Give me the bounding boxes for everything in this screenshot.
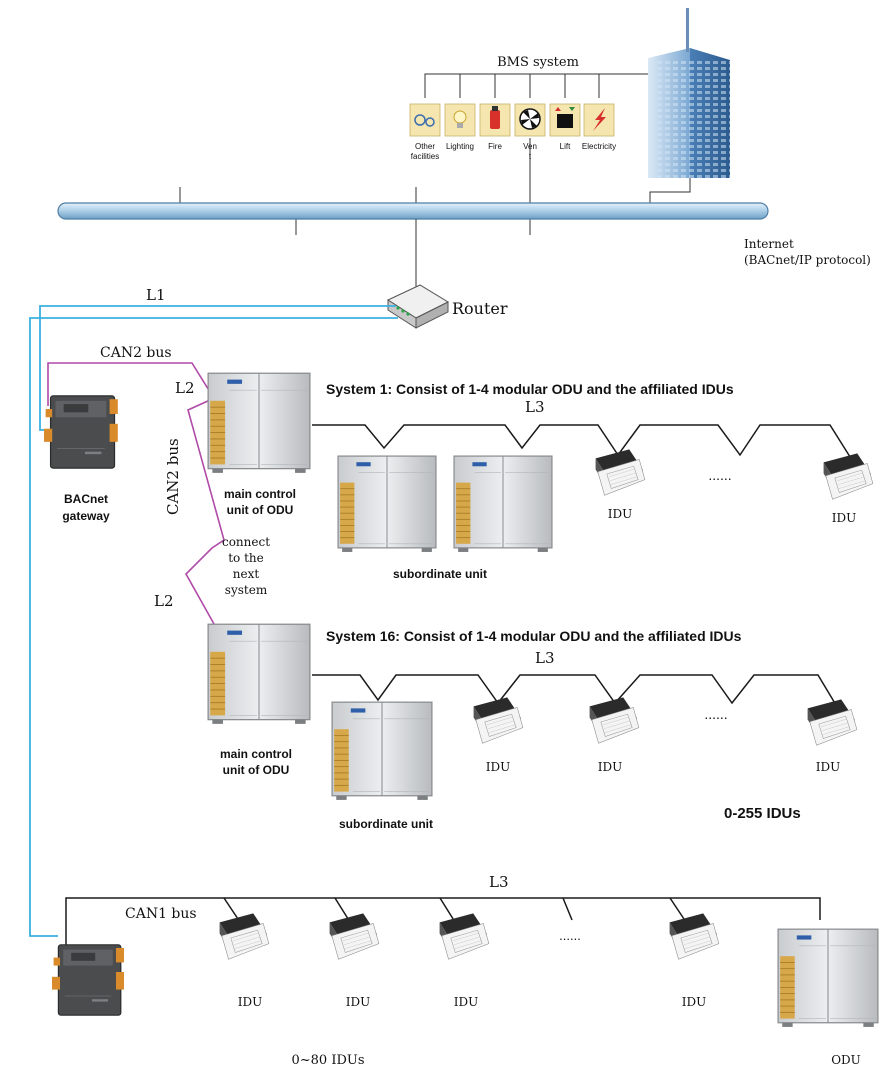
can1-odu-label: ODU — [831, 1053, 861, 1067]
router-label: Router — [452, 299, 508, 318]
can2-magenta-line — [47, 362, 225, 625]
system1-main-label-1: main control — [224, 487, 296, 501]
bms-facility-label: t — [529, 152, 532, 161]
system1-ellipsis: ...... — [708, 467, 731, 483]
system16-idu-3-label: IDU — [816, 760, 840, 774]
can2-bus-label-top: CAN2 bus — [100, 345, 172, 361]
vent-icon — [514, 103, 546, 137]
fire-icon — [479, 103, 511, 137]
bms-facility-label: Electricity — [582, 142, 616, 151]
bms-facility-label: Lift — [560, 142, 571, 151]
system16-idu-count: 0-255 IDUs — [724, 805, 801, 822]
bacnet-gateway-icon — [44, 395, 119, 469]
system1-l3-label: L3 — [525, 398, 545, 416]
bms-facility-label: Other — [415, 142, 435, 151]
system16-l3-line — [312, 674, 837, 706]
system16-idu-1-label: IDU — [486, 760, 510, 774]
office-building-icon — [648, 8, 730, 178]
bms-facility-label: Fire — [488, 142, 502, 151]
system16-sub-odu-icon — [331, 701, 433, 801]
can1-idu-1-label: IDU — [238, 995, 262, 1009]
system1-l3-line — [312, 424, 853, 461]
l2-label-top: L2 — [175, 379, 195, 397]
can1-idu-3-label: IDU — [454, 995, 478, 1009]
can1-ellipsis: ...... — [559, 928, 581, 943]
l2-label-bottom: L2 — [154, 592, 174, 610]
system16-idu-2-icon — [589, 697, 640, 744]
system1-idu-2-icon — [823, 453, 874, 500]
can1-idu-4-icon — [669, 913, 720, 960]
can1-idu-4-label: IDU — [682, 995, 706, 1009]
connect-line-2: to the — [228, 551, 264, 565]
lighting-icon — [444, 103, 476, 137]
internet-label: Internet — [744, 237, 794, 251]
system1-idu-1-label: IDU — [608, 507, 632, 521]
can2-bus-label-vertical: CAN2 bus — [164, 438, 182, 515]
other-facilities-icon — [409, 103, 441, 137]
bms-facility-label: facilities — [411, 152, 439, 161]
can1-l3-label: L3 — [489, 873, 509, 891]
system16-ellipsis: ...... — [704, 706, 727, 722]
system1-main-label-2: unit of ODU — [227, 503, 294, 517]
internet-backbone — [57, 187, 769, 235]
can1-odu-icon — [777, 928, 879, 1028]
system16-subordinate-label: subordinate unit — [339, 817, 433, 831]
system1-idu-1-icon — [595, 449, 646, 496]
lift-icon — [549, 103, 581, 137]
can1-idu-2-label: IDU — [346, 995, 370, 1009]
router-icon — [386, 284, 450, 329]
system16-title: System 16: Consist of 1-4 modular ODU an… — [326, 628, 742, 644]
system1-title: System 1: Consist of 1-4 modular ODU and… — [326, 381, 734, 397]
bms-facility-label: Ven — [523, 142, 537, 151]
system16-main-label-1: main control — [220, 747, 292, 761]
bms-facility-label: Lighting — [446, 142, 474, 151]
can1-idu-2-icon — [329, 913, 380, 960]
system16-main-label-2: unit of ODU — [223, 763, 290, 777]
bms-facility-5: Electricity — [582, 103, 616, 151]
electricity-icon — [583, 103, 615, 137]
bms-tree-lines — [424, 73, 691, 203]
system16-main-odu-icon — [207, 623, 311, 725]
system1-main-odu-icon — [207, 372, 311, 474]
connect-next-system-label: connect to the next system — [222, 535, 270, 597]
gateway-label-line1: BACnet — [64, 492, 108, 506]
bms-facility-2: Fire — [479, 103, 511, 151]
system1-sub-odu-1-icon — [337, 455, 437, 553]
system1-idu-2-label: IDU — [832, 511, 856, 525]
system16-idu-3-icon — [807, 699, 858, 746]
bms-system-title: BMS system — [497, 55, 579, 70]
internet-protocol-label: (BACnet/IP protocol) — [744, 253, 871, 267]
bms-facility-4: Lift — [549, 103, 581, 151]
can1-gateway-icon — [52, 944, 125, 1016]
system1-subordinate-label: subordinate unit — [393, 567, 487, 581]
connect-line-1: connect — [222, 535, 270, 549]
can1-idu-count: 0~80 IDUs — [291, 1053, 364, 1068]
connect-line-3: next — [233, 567, 260, 581]
system16-l3-label: L3 — [535, 649, 555, 667]
can1-idu-1-icon — [219, 913, 270, 960]
can1-bus-label: CAN1 bus — [125, 906, 197, 922]
can1-idu-3-icon — [439, 913, 490, 960]
system16-idu-1-icon — [473, 697, 524, 744]
connect-line-4: system — [225, 583, 268, 597]
system1-sub-odu-2-icon — [453, 455, 553, 553]
can1-l3-line — [65, 897, 821, 946]
system16-idu-2-label: IDU — [598, 760, 622, 774]
gateway-label-line2: gateway — [62, 509, 110, 523]
l1-label: L1 — [146, 286, 166, 304]
bms-facility-1: Lighting — [444, 103, 476, 151]
